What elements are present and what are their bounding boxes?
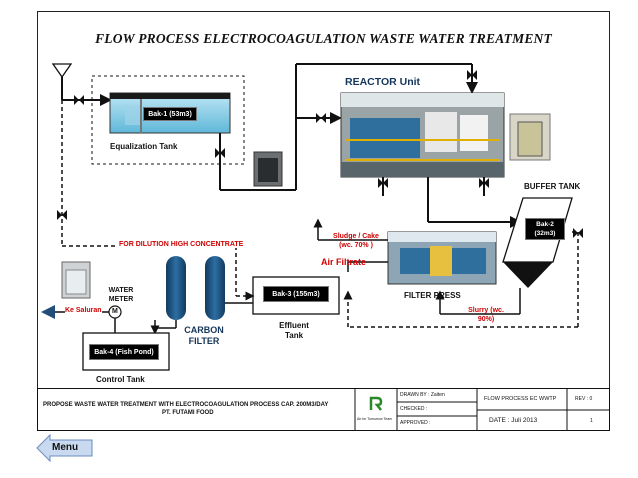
bak3-label: Bak-3 (155m3) — [263, 286, 329, 302]
carbon-filter-label: CARBON FILTER — [184, 325, 224, 346]
effluent-tank-label: Effluent Tank — [279, 321, 309, 340]
water-meter-label: WATER METER — [108, 287, 134, 303]
menu-button[interactable]: Menu — [36, 433, 94, 463]
drawing-date: DATE : Juli 2013 — [489, 417, 538, 424]
pump-tank-photo — [253, 151, 283, 187]
sludge-cake-label: Sludge / Cake (wc. 70% ) — [333, 233, 379, 249]
buffer-tank — [502, 197, 573, 288]
water-meter-icon — [108, 305, 122, 319]
valve-icon — [467, 70, 477, 80]
menu-arrow-icon — [36, 433, 93, 463]
buffer-tank-label: BUFFER TANK — [524, 182, 581, 191]
valve-icon — [378, 178, 388, 188]
bak2-label: Bak-2 (32m3) — [525, 218, 565, 240]
filter-press-photo — [387, 231, 497, 285]
valve-icon — [74, 95, 84, 105]
water-sample-photo — [61, 261, 91, 299]
approved-by: APPROVED : — [400, 420, 431, 426]
valve-icon — [316, 113, 326, 123]
sample-beaker-photo — [509, 113, 551, 161]
ke-saluran-label: Ke Saluran — [65, 307, 102, 314]
bak4-label: Bak-4 (Fish Pond) — [89, 344, 159, 360]
bak1-label: Bak-1 (53m3) — [143, 107, 197, 121]
slurry-label: Slurry (wc. 90%) — [468, 307, 504, 323]
carbon-filter-tank — [205, 256, 225, 320]
title-block-grid — [37, 388, 610, 431]
inlet-funnel-icon — [51, 63, 73, 79]
revision: REV : 0 — [575, 396, 593, 402]
control-tank-label: Control Tank — [96, 375, 145, 384]
dilution-label: FOR DILUTION HIGH CONCENTRATE — [118, 241, 245, 248]
title-block-company: PT. FUTAMI FOOD — [162, 410, 214, 416]
diagram-title: FLOW PROCESS ELECTROCOAGULATION WASTE WA… — [95, 31, 552, 46]
carbon-filter-tank — [166, 256, 186, 320]
valve-icon — [57, 210, 67, 220]
logo-caption: Air for Tomorrow Team — [357, 417, 393, 421]
valve-icon — [215, 148, 225, 158]
menu-label: Menu — [52, 442, 79, 453]
valve-icon — [479, 178, 489, 188]
drawing-title: FLOW PROCESS EC WWTP — [484, 396, 557, 402]
meter-symbol: M — [112, 308, 118, 315]
equalization-tank-label: Equalization Tank — [110, 142, 178, 151]
title-block-description: PROPOSE WASTE WATER TREATMENT WITH ELECT… — [43, 402, 329, 408]
company-logo-icon — [369, 396, 383, 412]
title-block: PROPOSE WASTE WATER TREATMENT WITH ELECT… — [37, 388, 610, 431]
reactor-unit-label: REACTOR Unit — [345, 76, 421, 88]
checked-by: CHECKED : — [400, 406, 428, 412]
drawn-by: DRAWN BY : Zaiten — [400, 392, 445, 398]
air-filtrate-label: Air Filtrate — [321, 257, 367, 267]
outlet-arrow-icon — [41, 305, 55, 319]
filter-press-label: FILTER PRESS — [404, 291, 461, 300]
valve-icon — [573, 228, 583, 238]
reactor-unit-photo — [340, 92, 505, 178]
sheet-number: 1 — [590, 418, 593, 424]
